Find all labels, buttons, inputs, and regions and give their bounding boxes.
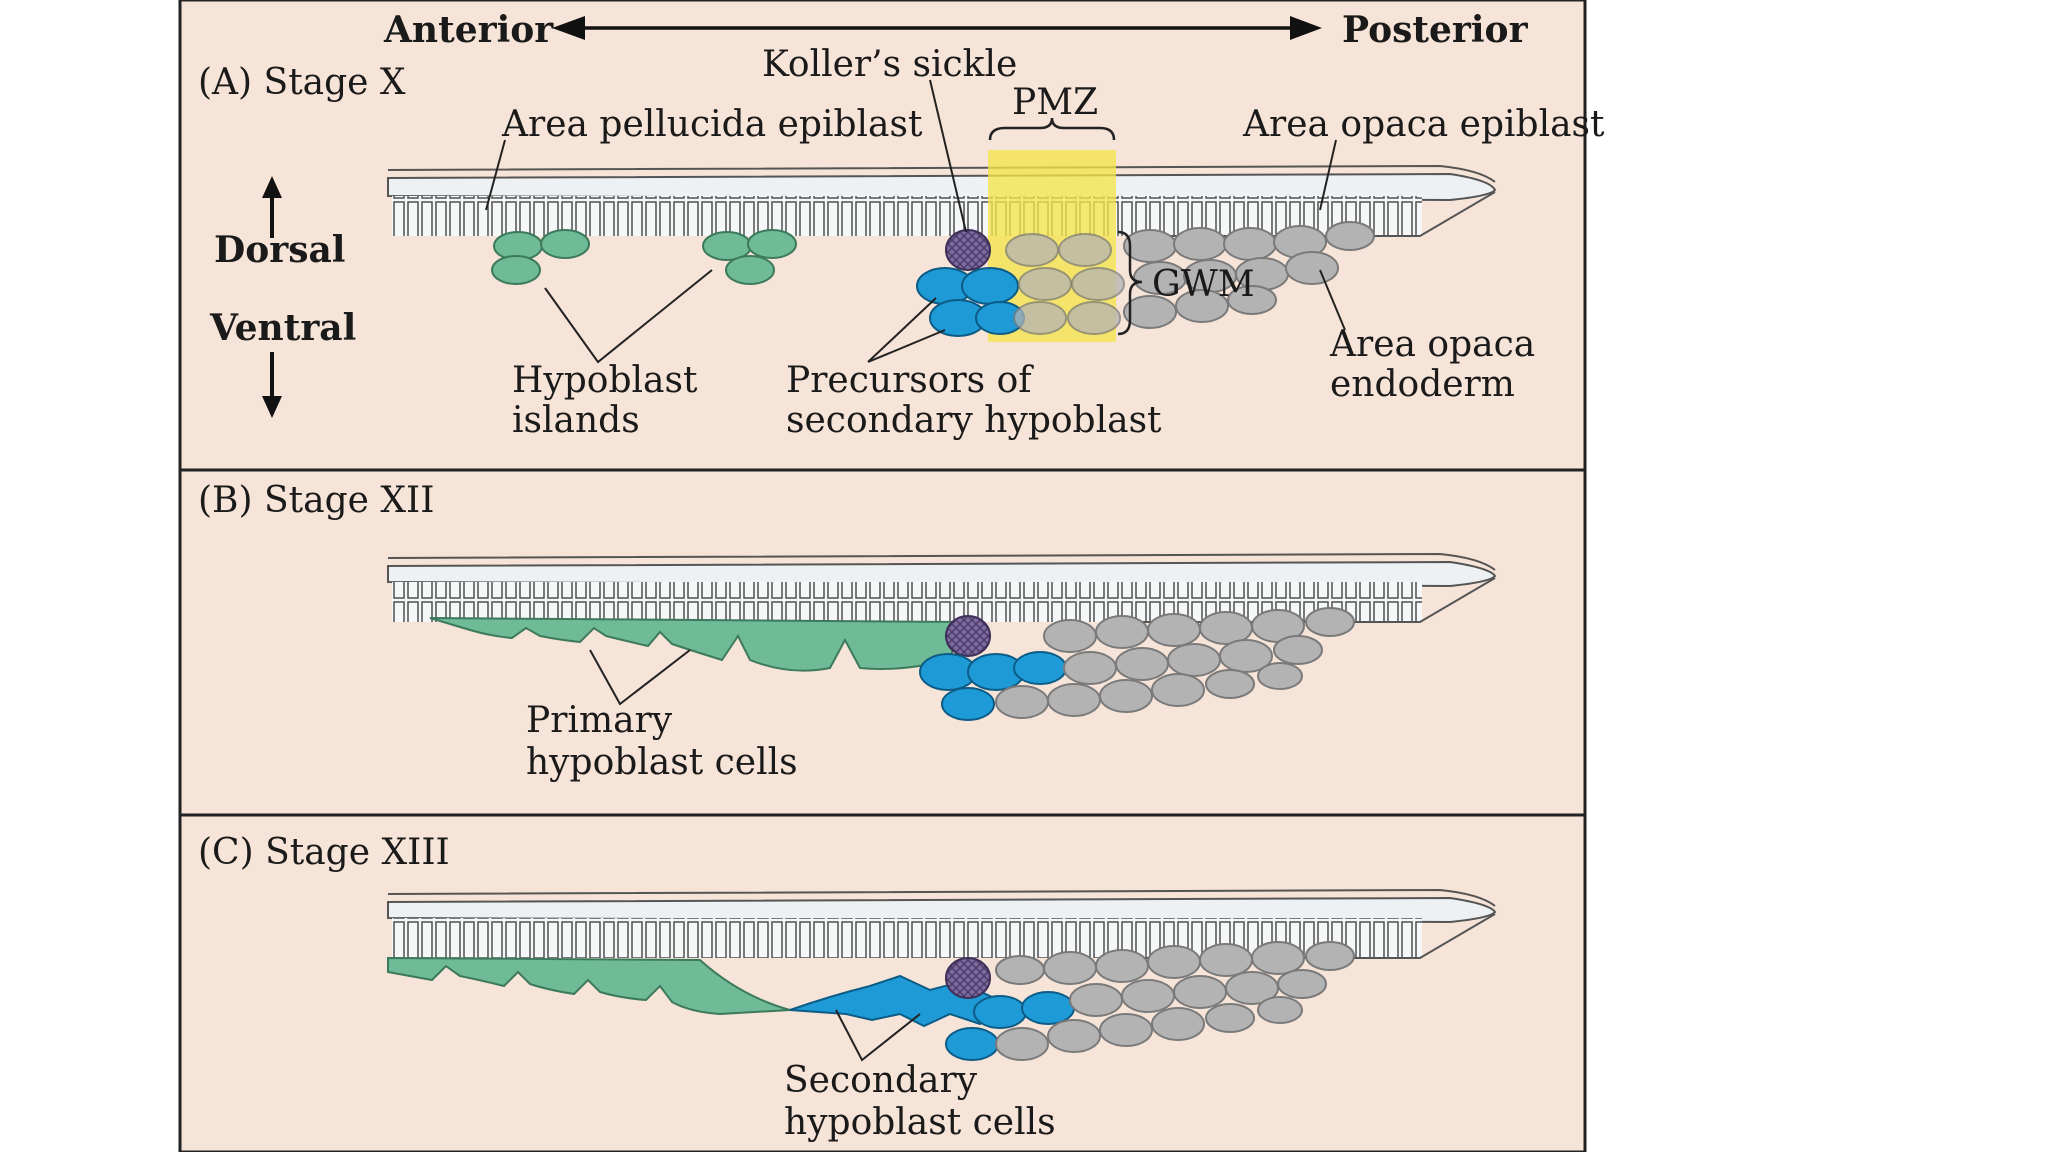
- panel-a: Anterior Posterior (A) Stage X Dorsal Ve…: [198, 9, 1605, 441]
- anterior-label: Anterior: [383, 9, 554, 51]
- precursors-label-line1: Precursors of: [786, 360, 1034, 401]
- area-opaca-epiblast-label: Area opaca epiblast: [1242, 104, 1605, 145]
- secondary-hypoblast-label-line2: hypoblast cells: [784, 1102, 1056, 1143]
- anterior-arrowhead: [552, 16, 585, 40]
- secondary-hypoblast-precursors: [916, 267, 1025, 337]
- pmz-brace: [988, 117, 1116, 141]
- posterior-arrowhead: [1290, 16, 1322, 40]
- epiblast-cell-row-b: [392, 582, 1422, 622]
- area-opaca-endoderm-label-line1: Area opaca: [1329, 324, 1535, 365]
- hypoblast-islands-label-line2: islands: [512, 400, 640, 441]
- pmz-label: PMZ: [1012, 82, 1098, 123]
- kollers-sickle: [945, 229, 991, 271]
- kollers-sickle-c: [945, 957, 991, 999]
- epiblast-cell-row-c: [392, 918, 1422, 958]
- gwm-label: GWM: [1152, 264, 1255, 305]
- dorsal-arrowhead: [262, 176, 282, 198]
- ventral-label: Ventral: [209, 307, 356, 349]
- area-opaca-endoderm: [1005, 221, 1375, 335]
- ventral-arrowhead: [262, 396, 282, 418]
- primary-hypoblast-sheet: [429, 617, 962, 672]
- primary-hypoblast-label-line1: Primary: [526, 700, 673, 741]
- area-opaca-endoderm-c: [995, 941, 1355, 1061]
- primary-hypoblast-leader: [589, 649, 691, 706]
- precursors-label-line2: secondary hypoblast: [786, 400, 1162, 441]
- secondary-hypoblast-leader: [835, 1009, 921, 1062]
- panel-b-title: (B) Stage XII: [198, 480, 434, 521]
- gwm-brace: [1117, 230, 1143, 336]
- panel-c-title: (C) Stage XIII: [198, 832, 450, 873]
- posterior-label: Posterior: [1342, 9, 1529, 51]
- area-opaca-endoderm-label-line2: endoderm: [1330, 364, 1515, 405]
- secondary-hypoblast-label-line1: Secondary: [784, 1060, 978, 1101]
- area-pellucida-epiblast-label: Area pellucida epiblast: [501, 104, 923, 145]
- hypoblast-islands-label-line1: Hypoblast: [512, 360, 698, 401]
- secondary-hypoblast-cells-c: [945, 991, 1075, 1061]
- primary-hypoblast-sheet-c: [387, 956, 791, 1016]
- panel-a-leader-lines: [485, 79, 1346, 364]
- epiblast-membrane-b: [387, 560, 1497, 588]
- dorsal-label: Dorsal: [214, 229, 345, 271]
- epiblast-membrane: [387, 172, 1497, 202]
- area-opaca-endoderm-b: [995, 607, 1355, 719]
- epiblast-membrane-c: [387, 896, 1497, 924]
- panel-a-title: (A) Stage X: [198, 62, 406, 103]
- epiblast-cell-row: [392, 196, 1422, 236]
- kollers-sickle-label: Koller’s sickle: [762, 44, 1017, 85]
- secondary-hypoblast-precursors-b: [919, 651, 1067, 721]
- hypoblast-islands: [491, 229, 797, 285]
- kollers-sickle-b: [945, 615, 991, 657]
- primary-hypoblast-label-line2: hypoblast cells: [526, 742, 798, 783]
- panel-b: (B) Stage XII: [198, 480, 1497, 783]
- panel-c: (C) Stage XIII: [198, 832, 1497, 1143]
